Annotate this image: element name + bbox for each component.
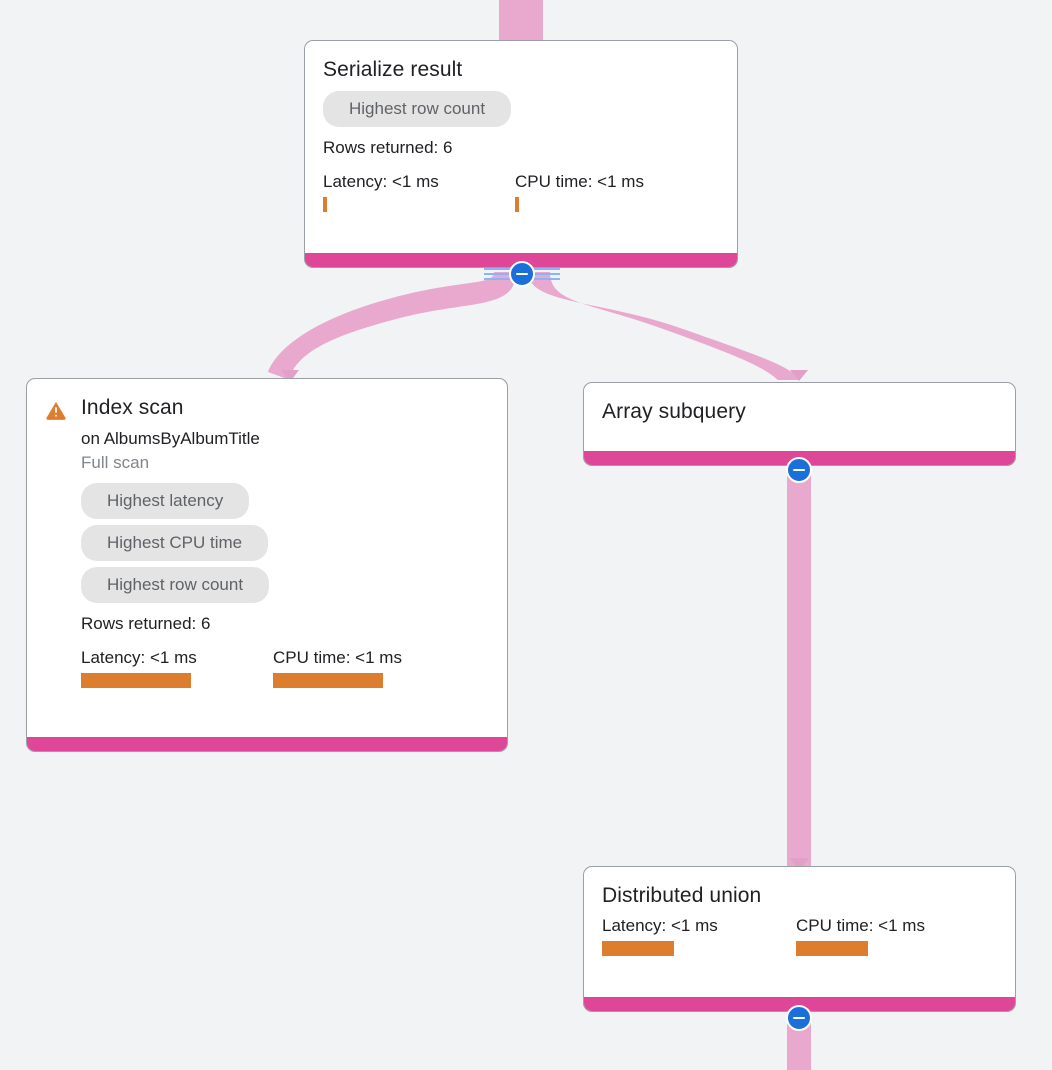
node-metrics: Latency: <1 ms CPU time: <1 ms xyxy=(602,915,997,956)
node-chips: Highest latency Highest CPU time Highest… xyxy=(81,483,489,603)
node-title-row: Distributed union xyxy=(602,883,997,909)
node-footer-bar xyxy=(27,737,507,751)
node-distributed-union[interactable]: Distributed union Latency: <1 ms CPU tim… xyxy=(583,866,1016,1012)
chip-highest-cpu-time: Highest CPU time xyxy=(81,525,269,561)
metric-cpu-time-label: CPU time: <1 ms xyxy=(796,916,925,935)
edge-arrowhead-array-subquery xyxy=(790,370,808,381)
metric-cpu-time: CPU time: <1 ms xyxy=(796,915,925,956)
node-array-subquery[interactable]: Array subquery xyxy=(583,382,1016,466)
metric-latency-label: Latency: <1 ms xyxy=(602,916,718,935)
node-body: Array subquery xyxy=(584,383,1015,451)
node-subtitle-index: on AlbumsByAlbumTitle xyxy=(81,429,260,448)
metric-latency: Latency: <1 ms xyxy=(81,647,273,688)
warning-triangle-icon xyxy=(46,401,66,420)
metric-cpu-time-bar xyxy=(515,197,519,212)
rows-returned: Rows returned: 6 xyxy=(323,138,453,157)
node-metrics: Latency: <1 ms CPU time: <1 ms xyxy=(323,171,719,212)
node-title-row: Index scan xyxy=(45,395,489,421)
node-title: Index scan xyxy=(81,396,184,419)
chip-highest-row-count: Highest row count xyxy=(81,567,270,603)
metric-latency-bar xyxy=(602,941,674,956)
node-title-row: Serialize result xyxy=(323,57,719,83)
metric-cpu-time-label: CPU time: <1 ms xyxy=(273,648,402,667)
rows-returned: Rows returned: 6 xyxy=(81,614,211,633)
metric-cpu-time-bar xyxy=(273,673,383,688)
metric-latency-label: Latency: <1 ms xyxy=(323,172,439,191)
toggle-distributed-union[interactable] xyxy=(786,1005,812,1031)
metric-latency-bar xyxy=(81,673,191,688)
node-title: Serialize result xyxy=(323,58,463,81)
edge-serialize-to-index-scan xyxy=(268,272,516,380)
metric-cpu-time-label: CPU time: <1 ms xyxy=(515,172,644,191)
node-body: Serialize result Highest row count Rows … xyxy=(305,41,737,253)
edge-root-in xyxy=(499,0,543,42)
metric-cpu-time-bar xyxy=(796,941,868,956)
node-metrics: Latency: <1 ms CPU time: <1 ms xyxy=(81,647,489,688)
node-serialize-result[interactable]: Serialize result Highest row count Rows … xyxy=(304,40,738,268)
node-body: Distributed union Latency: <1 ms CPU tim… xyxy=(584,867,1015,997)
metric-latency-bar xyxy=(323,197,327,212)
node-footer-bar xyxy=(305,253,737,267)
node-title-row: Array subquery xyxy=(602,399,997,425)
metric-cpu-time: CPU time: <1 ms xyxy=(273,647,402,688)
node-title: Array subquery xyxy=(602,400,746,423)
edge-serialize-to-array-subquery xyxy=(528,272,800,380)
node-subtitle-scan-type: Full scan xyxy=(81,453,150,472)
toggle-serialize-result[interactable] xyxy=(509,261,535,287)
metric-latency: Latency: <1 ms xyxy=(323,171,515,212)
node-title: Distributed union xyxy=(602,884,762,907)
metric-latency-label: Latency: <1 ms xyxy=(81,648,197,667)
edge-array-subquery-to-distributed-union xyxy=(787,466,811,870)
chip-highest-row-count: Highest row count xyxy=(323,91,512,127)
metric-latency: Latency: <1 ms xyxy=(602,915,796,956)
chip-highest-latency: Highest latency xyxy=(81,483,250,519)
node-footer-bar xyxy=(584,997,1015,1011)
node-body: Index scan on AlbumsByAlbumTitle Full sc… xyxy=(27,379,507,737)
node-index-scan[interactable]: Index scan on AlbumsByAlbumTitle Full sc… xyxy=(26,378,508,752)
node-chips: Highest row count xyxy=(323,91,719,127)
toggle-array-subquery[interactable] xyxy=(786,457,812,483)
metric-cpu-time: CPU time: <1 ms xyxy=(515,171,644,212)
